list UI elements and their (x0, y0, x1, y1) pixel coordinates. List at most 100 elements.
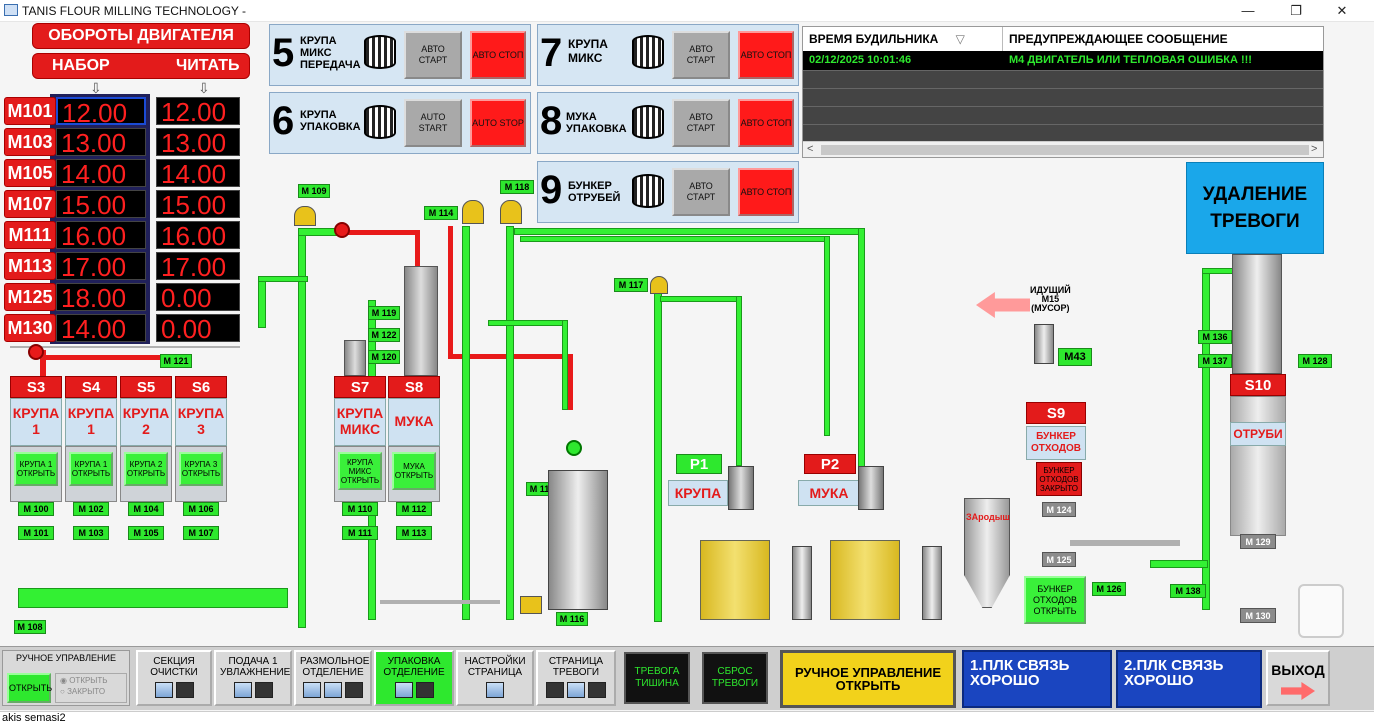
motor-tag[interactable]: M 111 (342, 526, 378, 540)
pipe (298, 228, 338, 236)
rpm-set-input[interactable]: 18.00 (56, 283, 146, 312)
pipe (1150, 560, 1208, 568)
motor-tag[interactable]: M 100 (18, 502, 54, 516)
motor-tag[interactable]: M 108 (14, 620, 46, 634)
horizontal-scrollbar[interactable]: < > (803, 141, 1323, 157)
motor-tag[interactable]: M 126 (1092, 582, 1126, 596)
auto-start-button[interactable]: AUTO START (404, 99, 462, 147)
motor-tag[interactable]: M 137 (1198, 354, 1232, 368)
rpm-set-input[interactable]: 14.00 (56, 159, 146, 188)
alarm-col-message[interactable]: ПРЕДУПРЕЖДАЮЩЕЕ СООБЩЕНИЕ (1009, 32, 1228, 46)
motor-tag[interactable]: M 109 (298, 184, 330, 198)
valve-icon[interactable] (28, 344, 44, 360)
radio-open[interactable]: ◉ ОТКРЫТЬ (60, 676, 108, 685)
motor-tag[interactable]: M43 (1058, 348, 1092, 366)
motor-tag[interactable]: M 101 (18, 526, 54, 540)
silo-body (1230, 396, 1286, 536)
motor-tag[interactable]: M 114 (424, 206, 458, 220)
silo-open-button[interactable]: КРУПА 3 ОТКРЫТЬ (179, 452, 223, 486)
motor-tag[interactable]: M 125 (1042, 552, 1076, 567)
silo-open-button[interactable]: КРУПА 1 ОТКРЫТЬ (69, 452, 113, 486)
motor-tag[interactable]: M 117 (614, 278, 648, 292)
restore-button[interactable]: ❐ (1290, 3, 1302, 18)
drum-icon (632, 35, 664, 69)
plc1-status-button[interactable]: 1.ПЛК СВЯЗЬ ХОРОШО (962, 650, 1112, 708)
silo-closed-indicator[interactable]: БУНКЕР ОТХОДОВ ЗАКРЫТО (1036, 462, 1082, 496)
alarm-silence-button[interactable]: ТРЕВОГА ТИШИНА (624, 652, 690, 704)
alarm-col-time[interactable]: ВРЕМЯ БУДИЛЬНИКА ▽ (803, 27, 1003, 51)
exit-button[interactable]: ВЫХОД (1266, 650, 1330, 706)
auto-stop-button[interactable]: АВТО СТОП (470, 31, 526, 79)
silo-open-button[interactable]: КРУПА 1 ОТКРЫТЬ (14, 452, 58, 486)
alarm-page-button[interactable]: СТРАНИЦА ТРЕВОГИ (536, 650, 616, 706)
silo-open-button[interactable]: КРУПА МИКС ОТКРЫТЬ (338, 452, 382, 490)
auto-stop-button[interactable]: АВТО СТОП (738, 99, 794, 147)
rpm-set-input[interactable]: 13.00 (56, 128, 146, 157)
alarm-reset-button[interactable]: СБРОС ТРЕВОГИ (702, 652, 768, 704)
auto-stop-button[interactable]: AUTO STOP (470, 99, 526, 147)
motor-tag[interactable]: M 124 (1042, 502, 1076, 517)
motor-tag[interactable]: M 105 (128, 526, 164, 540)
settings-page-button[interactable]: НАСТРОЙКИ СТРАНИЦА (456, 650, 534, 706)
motor-tag[interactable]: M 136 (1198, 330, 1232, 344)
motor-tag[interactable]: M 129 (1240, 534, 1276, 549)
motor-label: M113 (4, 252, 56, 280)
sort-icon[interactable]: ▽ (955, 32, 965, 46)
rpm-set-input[interactable]: 17.00 (56, 252, 146, 281)
manual-open-button[interactable]: ОТКРЫТЬ (7, 673, 52, 703)
motor-tag[interactable]: M 106 (183, 502, 219, 516)
delete-alarm-button[interactable]: УДАЛЕНИЕ ТРЕВОГИ (1186, 162, 1324, 254)
motor-tag[interactable]: M 113 (396, 526, 432, 540)
rpm-read-value: 0.00 (156, 314, 240, 343)
motor-tag[interactable]: M 104 (128, 502, 164, 516)
pipe (298, 228, 306, 628)
silo-open-button[interactable]: БУНКЕР ОТХОДОВ ОТКРЫТЬ (1024, 576, 1086, 624)
feed-wetting-button[interactable]: ПОДАЧА 1 УВЛАЖНЕНИЕ (214, 650, 292, 706)
valve-icon[interactable] (334, 222, 350, 238)
manual-control-open-button[interactable]: РУЧНОЕ УПРАВЛЕНИЕ ОТКРЫТЬ (780, 650, 956, 708)
radio-closed[interactable]: ○ ЗАКРЫТО (60, 687, 106, 696)
motor-tag[interactable]: M 102 (73, 502, 109, 516)
valve-icon[interactable] (566, 440, 582, 456)
motor-tag[interactable]: M 112 (396, 502, 432, 516)
motor-label: M105 (4, 159, 56, 187)
packing-machine-icon (830, 540, 900, 620)
scroll-thumb[interactable] (821, 145, 1309, 155)
milling-section-button[interactable]: РАЗМОЛЬНОЕ ОТДЕЛЕНИЕ (294, 650, 372, 706)
motor-tag[interactable]: M 119 (368, 306, 400, 320)
app-icon (4, 4, 18, 16)
motor-tag[interactable]: M 138 (1170, 584, 1206, 598)
motor-tag[interactable]: M 110 (342, 502, 378, 516)
silo-open-button[interactable]: КРУПА 2 ОТКРЫТЬ (124, 452, 168, 486)
motor-tag[interactable]: M 120 (368, 350, 400, 364)
plc2-status-button[interactable]: 2.ПЛК СВЯЗЬ ХОРОШО (1116, 650, 1262, 708)
alarm-row[interactable]: 02/12/2025 10:01:46 M4 ДВИГАТЕЛЬ ИЛИ ТЕП… (803, 51, 1323, 71)
rpm-set-input[interactable]: 16.00 (56, 221, 146, 250)
rpm-set-input[interactable]: 15.00 (56, 190, 146, 219)
motor-tag[interactable]: M 118 (500, 180, 534, 194)
motor-tag[interactable]: M 116 (556, 612, 588, 626)
auto-stop-button[interactable]: АВТО СТОП (738, 31, 794, 79)
rpm-set-input[interactable]: 12.00 (56, 97, 146, 127)
auto-start-button[interactable]: АВТО СТАРТ (672, 99, 730, 147)
scroll-left-icon[interactable]: < (807, 143, 814, 155)
auto-start-button[interactable]: АВТО СТАРТ (672, 31, 730, 79)
packing-section-button[interactable]: УПАКОВКА ОТДЕЛЕНИЕ (374, 650, 454, 706)
auto-start-button[interactable]: АВТО СТАРТ (404, 31, 462, 79)
clean-section-button[interactable]: СЕКЦИЯ ОЧИСТКИ (136, 650, 212, 706)
motor-tag[interactable]: M 107 (183, 526, 219, 540)
motor-tag[interactable]: M 121 (160, 354, 192, 368)
motor-tag[interactable]: M 130 (1240, 608, 1276, 623)
auto-stop-button[interactable]: АВТО СТОП (738, 168, 794, 216)
motor-tag[interactable]: M 128 (1298, 354, 1332, 368)
motor-tag[interactable]: M 103 (73, 526, 109, 540)
motor-tag[interactable]: M 122 (368, 328, 400, 342)
scroll-right-icon[interactable]: > (1311, 143, 1318, 155)
rpm-set-input[interactable]: 14.00 (56, 314, 146, 343)
auto-start-button[interactable]: АВТО СТАРТ (672, 168, 730, 216)
rpm-read-value: 0.00 (156, 283, 240, 312)
close-button[interactable]: ✕ (1336, 3, 1348, 18)
silo-open-button[interactable]: МУКА ОТКРЫТЬ (392, 452, 436, 490)
minimize-button[interactable]: — (1241, 3, 1255, 18)
